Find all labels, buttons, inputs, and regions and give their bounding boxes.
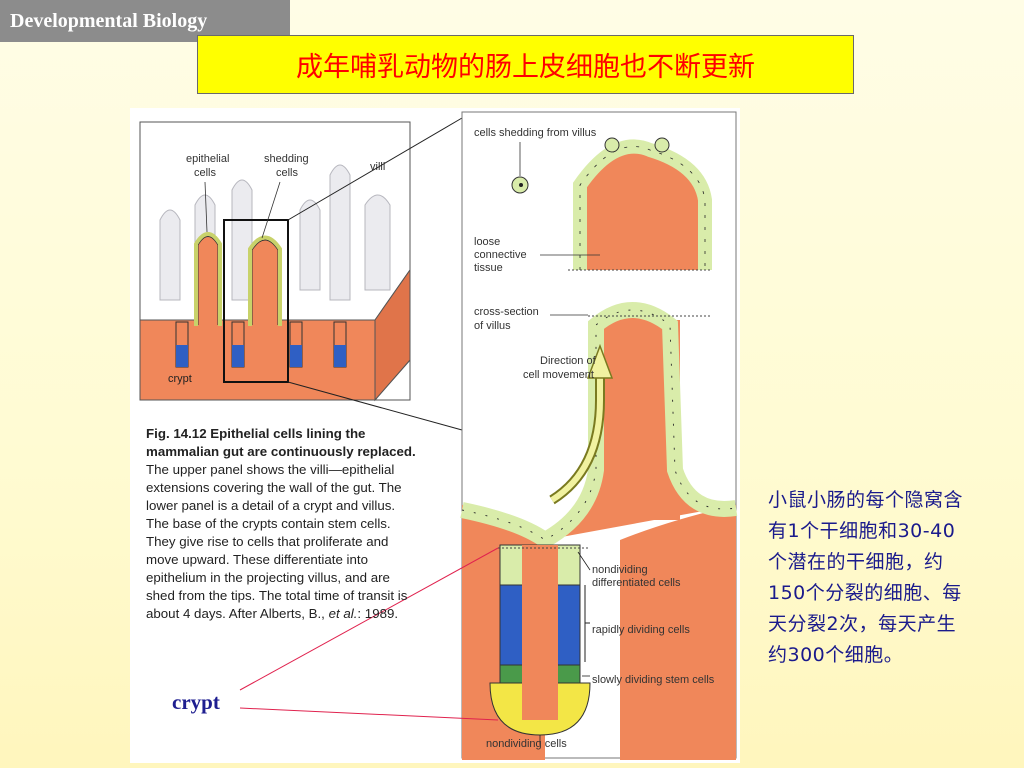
label-nondividing-diff-2: differentiated cells [592, 577, 681, 589]
crypt-annotation: crypt [172, 690, 220, 714]
label-shedding: shedding [264, 153, 309, 165]
caption-body: The upper panel shows the villi—epitheli… [146, 462, 408, 621]
label-crypt-upper: crypt [168, 373, 192, 385]
crypt-villus-detail [460, 111, 738, 760]
course-tag: Developmental Biology [0, 0, 290, 42]
figure-caption: Fig. 14.12 Epithelial cells lining the m… [146, 425, 416, 623]
caption-heading: Fig. 14.12 Epithelial cells lining the m… [146, 426, 416, 459]
slide-title: 成年哺乳动物的肠上皮细胞也不断更新 [197, 35, 854, 94]
label-cells-shedding: cells shedding from villus [474, 127, 597, 139]
slide-title-text: 成年哺乳动物的肠上皮细胞也不断更新 [296, 52, 755, 83]
label-direction-2: cell movement [523, 369, 594, 381]
label-shedding-2: cells [276, 167, 299, 179]
label-nondividing-bottom: nondividing cells [486, 738, 567, 750]
label-direction-1: Direction of [540, 355, 597, 367]
label-loose-tissue-3: tissue [474, 262, 503, 274]
label-epithelial-2: cells [194, 167, 217, 179]
caption-etal: et al. [328, 606, 358, 621]
caption-year: : 1989. [357, 606, 399, 621]
label-cross-section-1: cross-section [474, 306, 539, 318]
label-cross-section-2: of villus [474, 320, 511, 332]
label-epithelial: epithelial [186, 153, 229, 165]
stem-cell-note: 小鼠小肠的每个隐窝含有1个干细胞和30-40个潜在的干细胞，约150个分裂的细胞… [768, 489, 964, 666]
label-loose-tissue-2: connective [474, 249, 527, 261]
villi-block [139, 121, 411, 402]
label-nondividing-diff-1: nondividing [592, 564, 648, 576]
label-slowly-dividing: slowly dividing stem cells [592, 674, 715, 686]
label-rapidly-dividing: rapidly dividing cells [592, 624, 690, 636]
label-loose-tissue-1: loose [474, 236, 500, 248]
